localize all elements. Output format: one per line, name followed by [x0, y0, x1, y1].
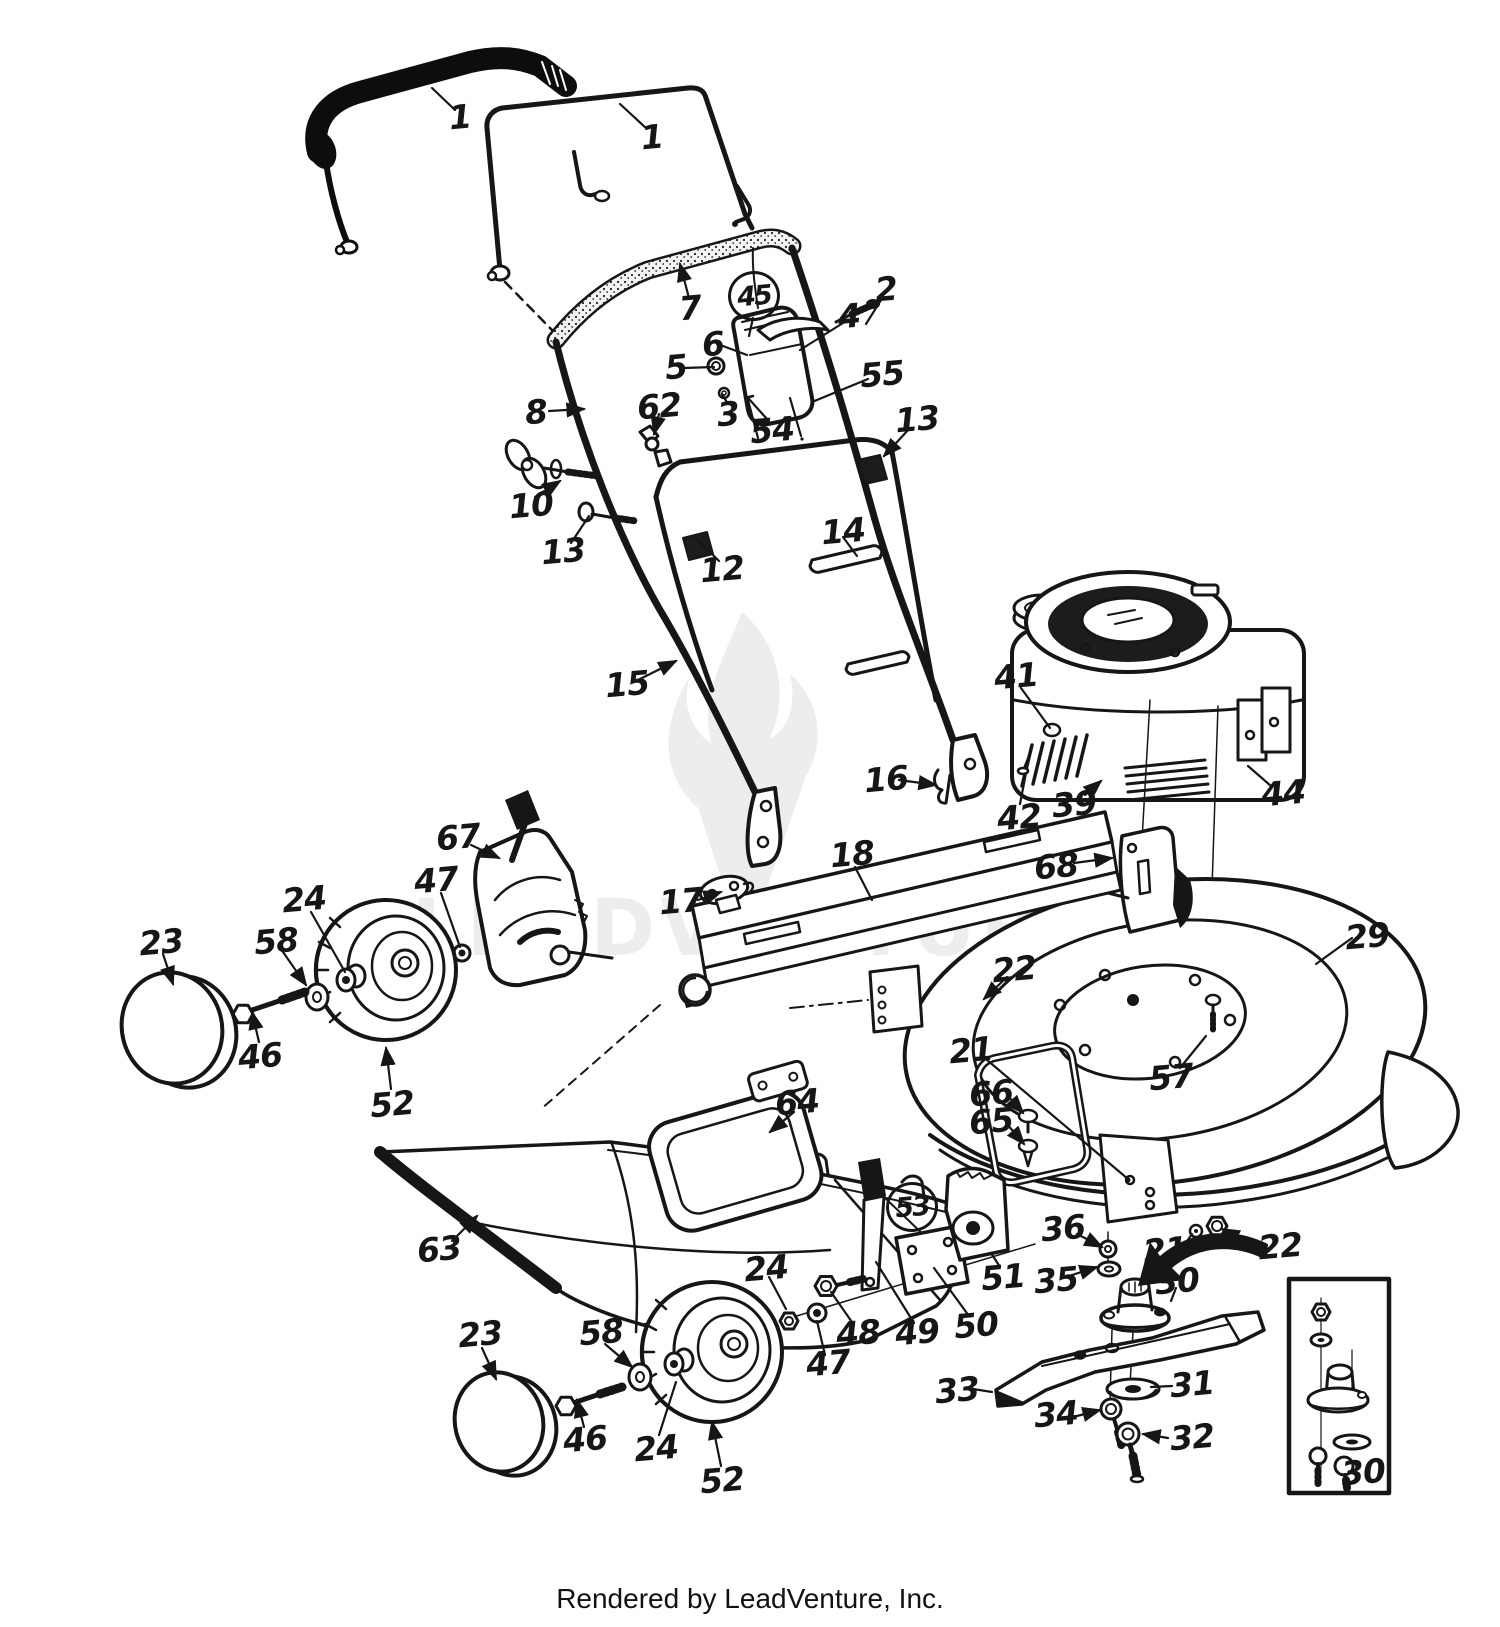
height-lever-assembly: [778, 1158, 1036, 1331]
front-wheel-assembly: [119, 790, 614, 1090]
part-number-callout: 6: [700, 323, 726, 365]
footer-credit: Rendered by LeadVenture, Inc.: [556, 1583, 944, 1614]
part-number-callout: 5: [663, 346, 689, 388]
upper-handle-grip: [305, 47, 577, 256]
part-number-callout: 51: [979, 1255, 1027, 1299]
part-number-callout: 17: [657, 879, 705, 923]
part-number-callout: 34: [1032, 1392, 1080, 1436]
part-number-callout: 30: [1153, 1259, 1201, 1303]
part-number-callout: 24: [280, 877, 328, 921]
part-number-callout: 36: [1039, 1206, 1087, 1250]
upper-handle-tube: [484, 85, 755, 332]
part-number-callout: 31: [1168, 1362, 1216, 1406]
part-number-callout: 50: [952, 1303, 1000, 1347]
part-number-callout: 16: [862, 757, 910, 801]
lever-grip: [858, 1158, 886, 1200]
part-number-callout: 3: [715, 393, 741, 435]
part-number-callout: 22: [1256, 1224, 1304, 1268]
inset-box: [1286, 1276, 1392, 1496]
blade-bolt: [1099, 1397, 1123, 1421]
rear-door: [539, 810, 1123, 1111]
part-number-callout: 57: [1147, 1055, 1195, 1099]
part-number-callout: 67: [434, 815, 482, 859]
part-number-callout: 47: [412, 858, 460, 902]
part-number-callout: 30: [1339, 1450, 1387, 1494]
throttle-lever: [756, 316, 830, 342]
part-number-callout: 13: [539, 529, 587, 573]
watermark-logo: [668, 612, 818, 950]
part-number-callout: 2: [873, 268, 899, 310]
part-number-callout: 47: [804, 1341, 852, 1385]
part-number-callout: 39: [1050, 782, 1098, 826]
part-number-callout: 55: [858, 352, 906, 396]
cotter-pin: [933, 768, 952, 805]
engine-vents: [1020, 733, 1089, 788]
part-number-callout: 10: [507, 483, 555, 527]
engine: [1010, 570, 1306, 1041]
part-number-callout: 52: [368, 1082, 416, 1126]
part-number-callout: 68: [1032, 844, 1080, 888]
part-number-callout: 46: [236, 1034, 284, 1078]
direction-arrow: [1138, 1232, 1268, 1286]
leader-lines: [160, 86, 1354, 1468]
part-number-callout: 23: [137, 920, 185, 964]
part-number-callout: 21: [947, 1028, 995, 1072]
part-number-callout: 4: [836, 295, 862, 337]
hub-cap: [119, 970, 225, 1086]
part-number-callout: 46: [561, 1417, 609, 1461]
rear-wheel-assembly: [452, 1280, 784, 1478]
part-number-callout: 62: [635, 384, 683, 428]
part-number-callout: 41: [992, 654, 1040, 698]
part-number-callout: 64: [773, 1080, 821, 1124]
part-number-callout: 49: [893, 1310, 941, 1354]
part-number-callout: 12: [698, 547, 746, 591]
cylinder-ribs: [1123, 758, 1211, 802]
part-number-callout: 13: [893, 397, 941, 441]
primer-bulb: [1042, 722, 1062, 738]
handle-brace: [653, 437, 939, 703]
part-number-callout: 52: [698, 1458, 746, 1502]
part-number-callout: 22: [990, 947, 1038, 991]
part-number-callout: 15: [603, 662, 651, 706]
part-number-callout: 1: [639, 116, 665, 158]
mower-deck: [789, 825, 1460, 1224]
part-number-callout: 32: [1168, 1415, 1216, 1459]
part-number-callout: 58: [577, 1310, 625, 1354]
part-number-callout: 42: [995, 795, 1043, 839]
part-number-callout: 63: [415, 1227, 463, 1271]
part-number-callout: 65: [967, 1099, 1015, 1143]
part-number-callout: 29: [1343, 914, 1391, 958]
part-number-callout: 24: [742, 1246, 790, 1290]
part-number-callout: 44: [1259, 771, 1307, 815]
part-number-callout: 7: [677, 287, 703, 329]
blade: [994, 1310, 1266, 1484]
part-number-callout: 58: [252, 919, 300, 963]
part-number-callout: 24: [632, 1426, 680, 1470]
part-number-callout: 54: [748, 408, 796, 452]
height-adjuster-bracket: [473, 828, 588, 988]
part-number-callout: 23: [456, 1312, 504, 1356]
part-number-callout: 35: [1032, 1258, 1080, 1302]
adjuster-lever: [505, 790, 540, 830]
part-number-callout: 18: [828, 832, 876, 876]
part-number-callout: 1: [447, 96, 473, 138]
part-number-callout: 14: [819, 509, 867, 553]
part-number-callout: 33: [933, 1368, 981, 1412]
part-number-callout: 8: [523, 391, 549, 433]
